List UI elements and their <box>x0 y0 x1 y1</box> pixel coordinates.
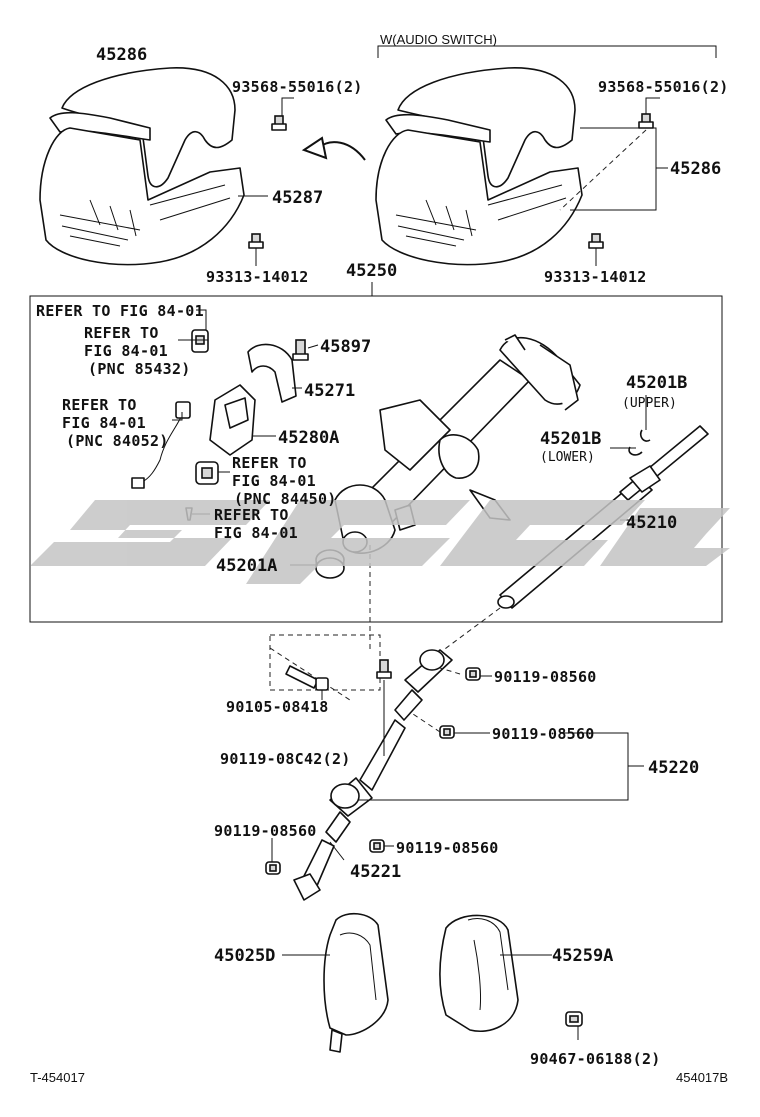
bolt-b <box>439 725 455 739</box>
diagram-code-right: 454017B <box>676 1070 728 1085</box>
bracket-45271 <box>247 343 297 403</box>
label-refer3-c: (PNC 84450) <box>234 490 337 508</box>
label-refer2-b: FIG 84-01 <box>62 414 146 432</box>
label-90119-d: 90119-08560 <box>214 822 317 840</box>
bolt-a <box>465 667 481 681</box>
label-90119-e: 90119-08560 <box>396 839 499 857</box>
label-refer1-a: REFER TO <box>84 324 159 342</box>
column-cover-right <box>375 67 583 266</box>
label-90119-b: 90119-08560 <box>492 725 595 743</box>
sensor-84052 <box>131 401 191 489</box>
label-45286-left: 45286 <box>96 45 147 65</box>
label-90119-c42: 90119-08C42(2) <box>220 750 351 768</box>
label-refer-top: REFER TO FIG 84-01 <box>36 302 204 320</box>
bolt-c42 <box>376 659 392 679</box>
diagram-code-left: T-454017 <box>30 1070 85 1085</box>
boot-45025d <box>323 912 389 1053</box>
label-refer4-b: FIG 84-01 <box>214 524 298 542</box>
label-45025d: 45025D <box>214 946 275 966</box>
label-90105: 90105-08418 <box>226 698 329 716</box>
label-45287: 45287 <box>272 188 323 208</box>
label-refer4-a: REFER TO <box>214 506 289 524</box>
label-audio-switch: W(AUDIO SWITCH) <box>380 32 497 47</box>
lock-housing-45280a <box>209 384 256 456</box>
part-84450 <box>195 461 219 485</box>
screw-icon <box>271 115 287 131</box>
label-90119-a: 90119-08560 <box>494 668 597 686</box>
column-cover-left <box>39 67 245 266</box>
boot-45259a <box>439 914 519 1032</box>
switch-part-85432 <box>191 329 209 353</box>
bolt-45897 <box>292 339 309 361</box>
bolt-90105 <box>285 665 329 691</box>
label-45201a: 45201A <box>216 556 277 576</box>
label-refer1-c: (PNC 85432) <box>88 360 191 378</box>
label-45250: 45250 <box>346 261 397 281</box>
snap-ring-lower <box>628 446 643 456</box>
label-45221: 45221 <box>350 862 401 882</box>
bolt-e <box>369 839 385 853</box>
bracket-45286b <box>570 127 657 211</box>
watermark-logo <box>30 500 730 584</box>
label-45259a: 45259A <box>552 946 613 966</box>
lower-shaft <box>293 649 453 901</box>
screw-icon <box>588 233 604 249</box>
label-45201b-upper: 45201B <box>626 373 687 393</box>
screw-icon <box>248 233 264 249</box>
label-refer1-b: FIG 84-01 <box>84 342 168 360</box>
screw-icon <box>638 113 654 129</box>
clip-90467 <box>565 1011 583 1027</box>
label-45286-right: 45286 <box>670 159 721 179</box>
label-refer2-c: (PNC 84052) <box>66 432 169 450</box>
label-45220: 45220 <box>648 758 699 778</box>
bolt-d <box>265 861 281 875</box>
label-45210: 45210 <box>626 513 677 533</box>
snap-ring-upper <box>639 429 651 442</box>
label-refer3-b: FIG 84-01 <box>232 472 316 490</box>
curved-arrow-icon <box>301 136 366 161</box>
label-45271: 45271 <box>304 381 355 401</box>
label-lower: (LOWER) <box>540 450 595 465</box>
label-refer2-a: REFER TO <box>62 396 137 414</box>
label-93313-left: 93313-14012 <box>206 268 309 286</box>
label-93568-left: 93568-55016(2) <box>232 78 363 96</box>
label-45201b-lower: 45201B <box>540 429 601 449</box>
label-45897: 45897 <box>320 337 371 357</box>
audio-switch-bracket <box>377 45 717 58</box>
label-93568-right: 93568-55016(2) <box>598 78 729 96</box>
label-upper: (UPPER) <box>622 396 677 411</box>
label-90467: 90467-06188(2) <box>530 1050 661 1068</box>
label-45280a: 45280A <box>278 428 339 448</box>
label-93313-right: 93313-14012 <box>544 268 647 286</box>
label-refer3-a: REFER TO <box>232 454 307 472</box>
dashed-ref-box <box>269 634 381 691</box>
